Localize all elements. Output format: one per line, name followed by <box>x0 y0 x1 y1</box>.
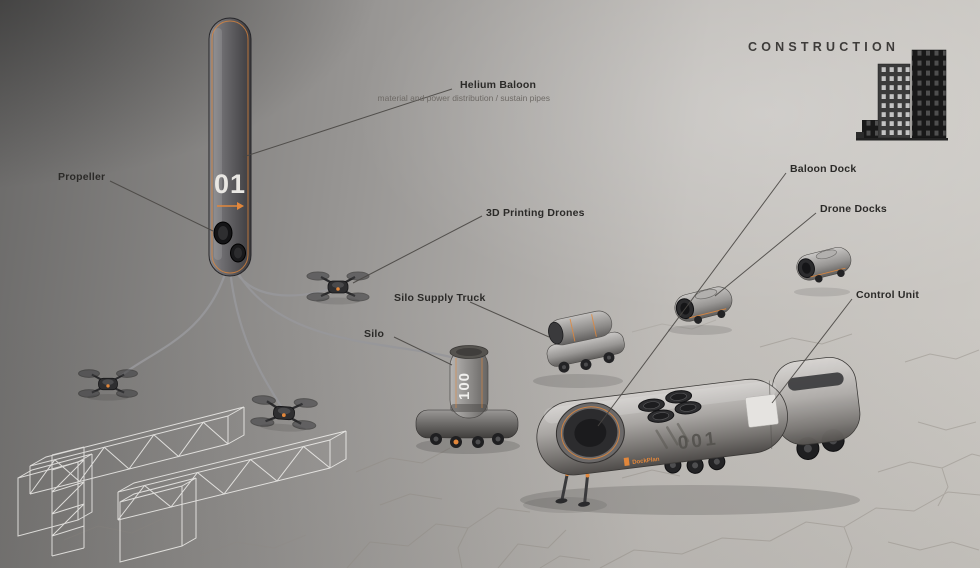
control-unit-panel <box>745 394 779 428</box>
construction-title: CONSTRUCTION <box>748 40 900 54</box>
control-vehicle: 001 DockPlan <box>536 357 861 507</box>
silo-supply-truck <box>546 310 625 373</box>
brand-logo-text: DockPlan <box>632 457 660 466</box>
label-3d-printing-drones: 3D Printing Drones <box>486 207 585 219</box>
leader-lines <box>109 88 853 427</box>
silo-unit: 100 <box>415 345 519 448</box>
balloon-arrow-icon <box>217 202 244 210</box>
label-propeller: Propeller <box>58 171 106 183</box>
label-helium-baloon: Helium Baloon <box>460 79 537 91</box>
printing-drone-1 <box>305 270 371 306</box>
printing-drone-2 <box>77 368 139 402</box>
label-control-unit: Control Unit <box>856 289 920 301</box>
printing-drone-3 <box>249 393 319 435</box>
vehicle-drone-docks <box>638 390 702 423</box>
vehicle-number: 001 <box>677 428 720 454</box>
label-baloon-dock: Baloon Dock <box>790 163 857 175</box>
drone-dock-pod-2 <box>793 244 856 288</box>
brand-logo-mark <box>623 457 630 466</box>
buildings-icon <box>856 49 948 141</box>
label-silo-supply-truck: Silo Supply Truck <box>394 292 486 304</box>
sustain-pipes <box>114 264 464 410</box>
drone-dock-pod-1 <box>671 283 737 330</box>
balloon-orange-rim <box>211 20 249 274</box>
helium-balloon: 01 <box>208 17 252 277</box>
balloon-number: 01 <box>214 169 246 199</box>
label-silo: Silo <box>364 328 385 340</box>
silo-number: 100 <box>456 372 473 400</box>
ground-cracks <box>63 319 980 568</box>
label-drone-docks: Drone Docks <box>820 203 887 215</box>
wireframe-structures <box>17 406 347 563</box>
side-vents <box>655 422 690 449</box>
label-helium-baloon-subtitle: material and power distribution / sustai… <box>377 93 550 103</box>
